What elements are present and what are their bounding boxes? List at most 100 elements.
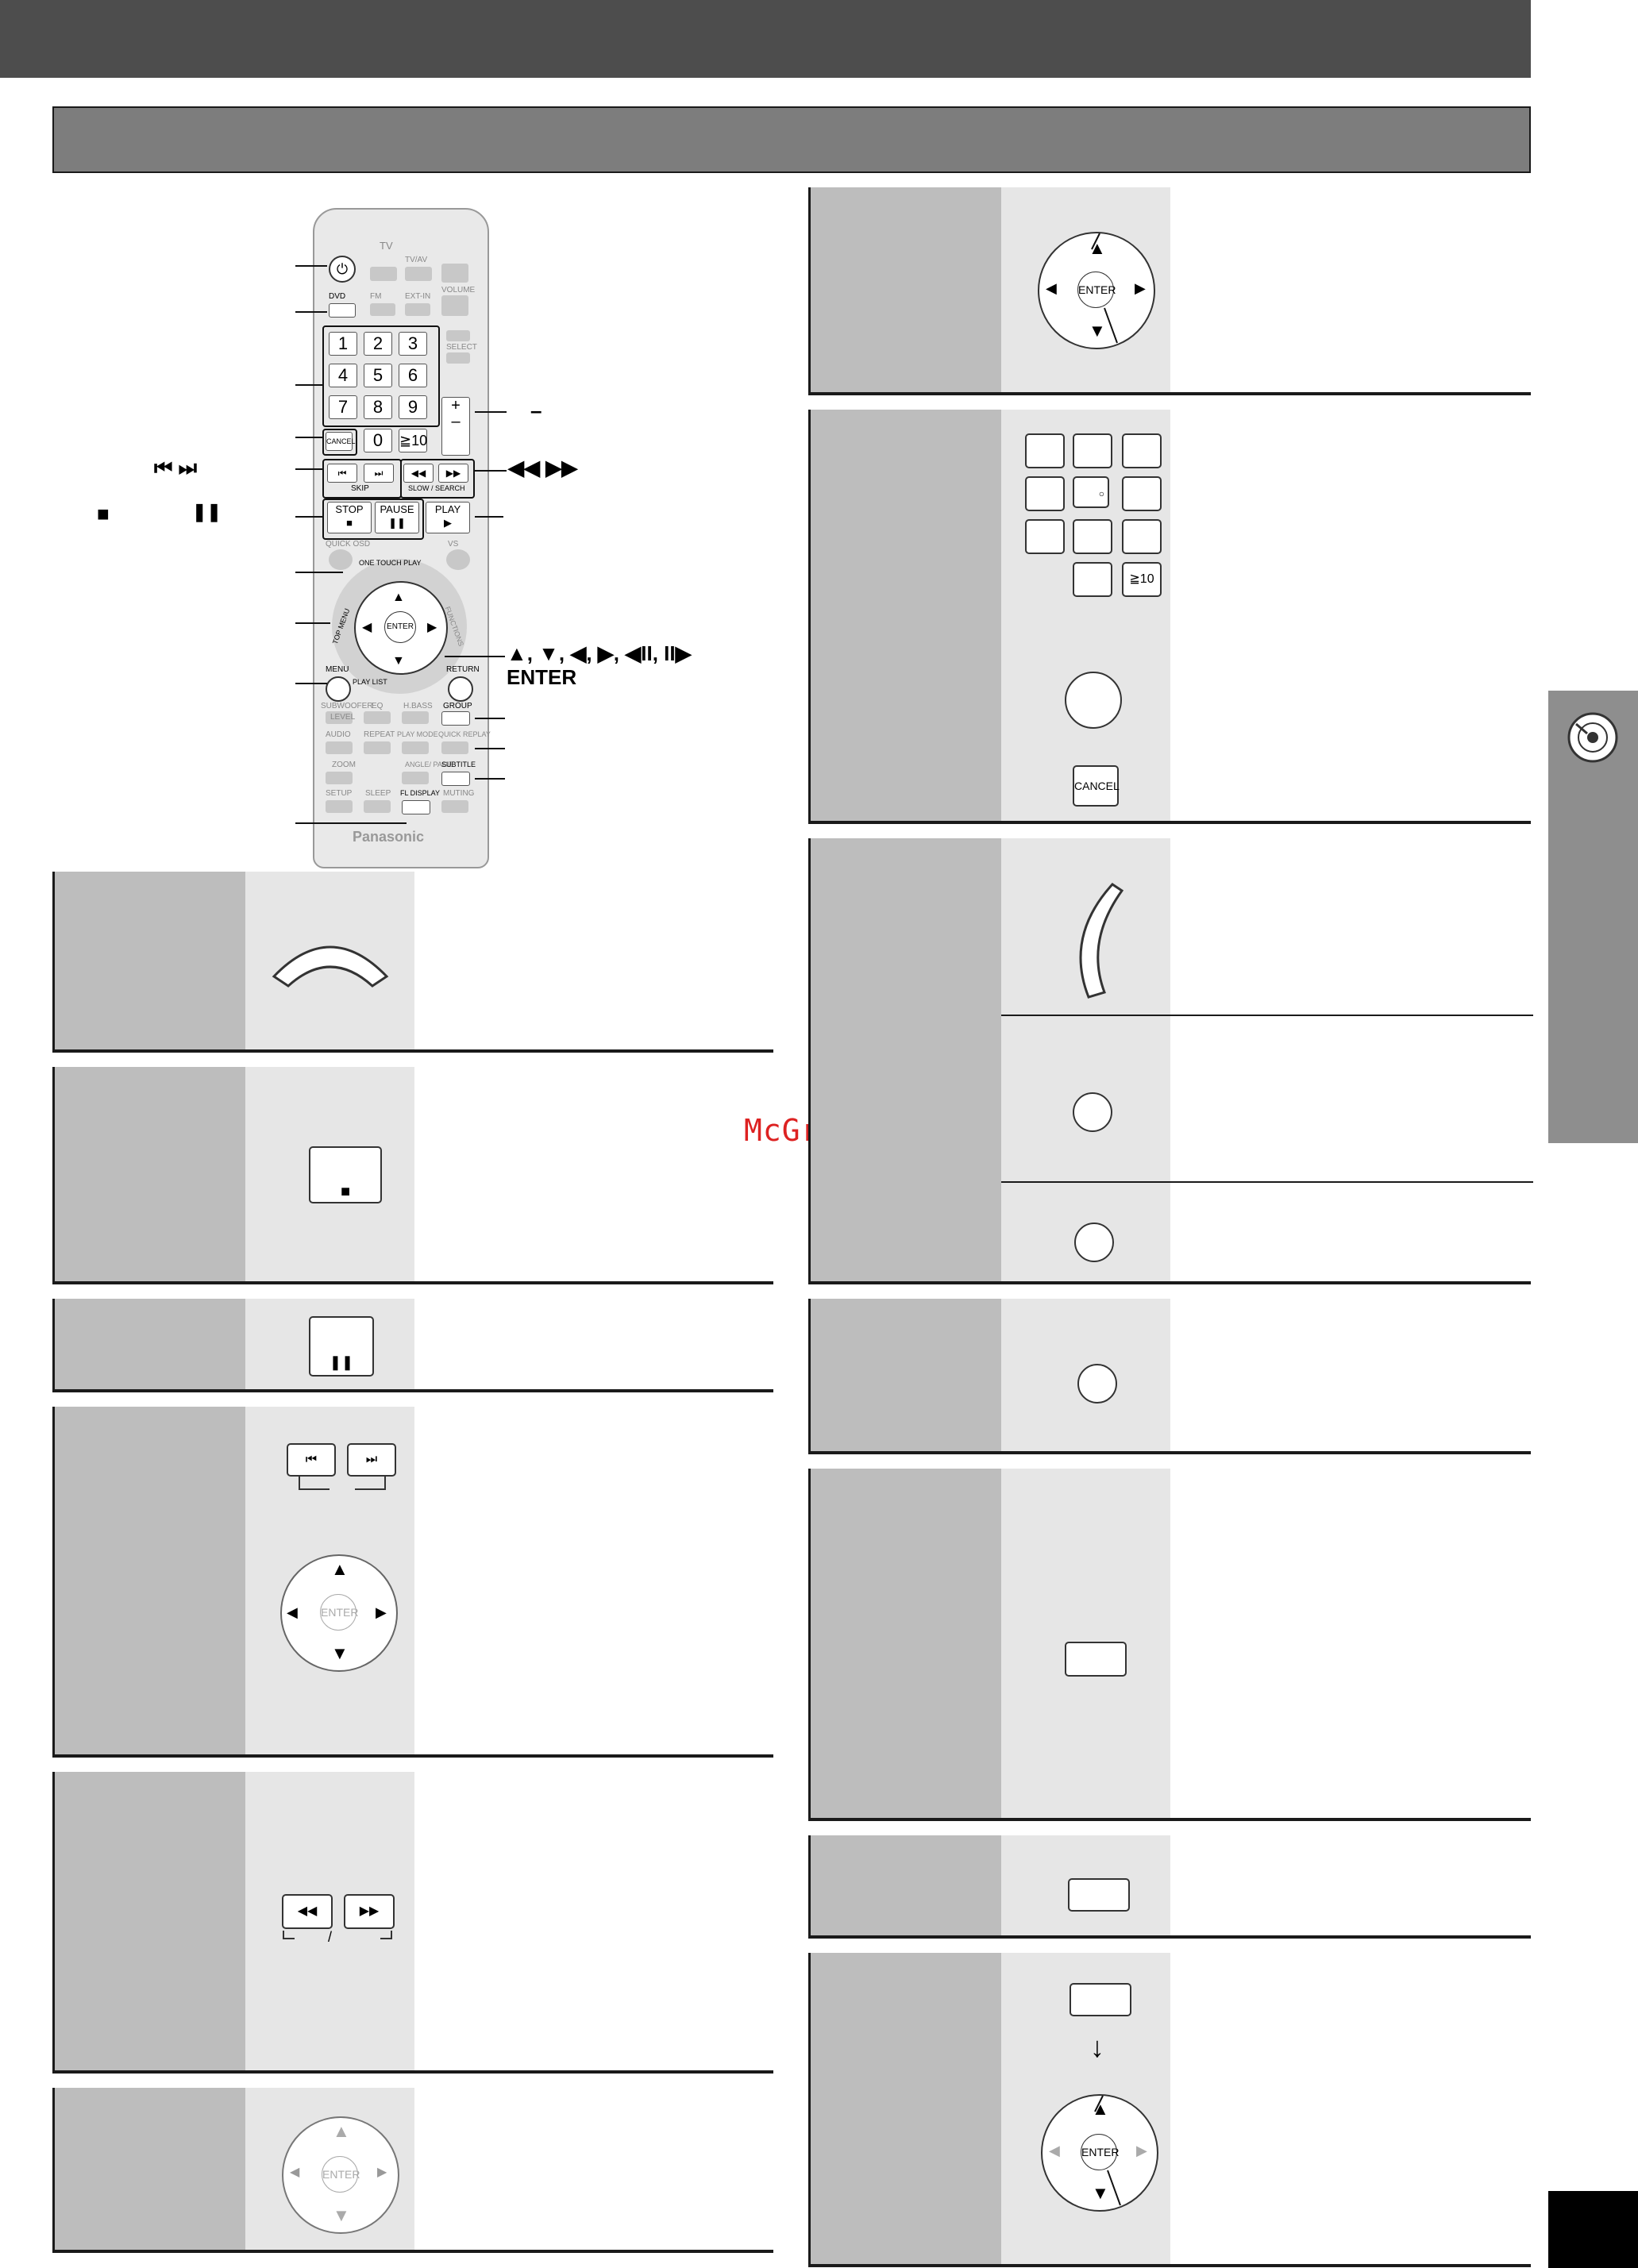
menu-label: MENU <box>326 665 349 674</box>
stop-button[interactable]: STOP■ <box>327 502 372 533</box>
key-2[interactable]: 2 <box>364 332 392 356</box>
top-menu-arc-key-icon <box>1079 883 1123 999</box>
subwoofer-label: SUBWOOFER <box>321 702 373 710</box>
one-touch-play-label: ONE TOUCH PLAY <box>359 559 422 567</box>
select-down[interactable] <box>446 352 470 364</box>
search-rev-button[interactable]: ◀◀ <box>403 464 434 483</box>
up-arrow-icon: ▲ <box>1092 2099 1109 2119</box>
stop-icon: ■ <box>346 517 353 529</box>
right-arrow-icon: ▶ <box>376 1604 387 1620</box>
repeat-button[interactable] <box>364 741 391 754</box>
power-button[interactable]: ⏻ <box>329 256 356 283</box>
return-button[interactable] <box>448 676 473 702</box>
frame-back-icon: ◀ <box>290 2166 300 2179</box>
menu-button[interactable] <box>326 676 351 702</box>
slow-search-label: SLOW / SEARCH <box>408 484 465 492</box>
callout-stop-pause <box>295 516 322 518</box>
quick-replay-label: QUICK REPLAY <box>438 730 491 738</box>
play-mode-button[interactable] <box>402 741 429 754</box>
eq-button[interactable] <box>364 711 391 724</box>
play-button[interactable]: PLAY▶ <box>426 502 470 533</box>
muting-label: MUTING <box>443 789 475 798</box>
fl-display-button[interactable] <box>402 800 430 814</box>
skip-prev-button[interactable]: ⏮ <box>327 464 357 483</box>
left-arrow-icon: ◀ <box>362 621 372 634</box>
level-button[interactable] <box>326 711 353 724</box>
section-return <box>808 1299 1531 1454</box>
key-8[interactable]: 8 <box>364 395 392 419</box>
tvav-button[interactable] <box>405 267 432 281</box>
group-label: GROUP <box>443 702 472 710</box>
key-5[interactable]: 5 <box>364 364 392 387</box>
skip-next-key-icon: ⏭ <box>347 1443 396 1477</box>
num-key-6-icon <box>1122 476 1162 511</box>
left-arrow-icon: ◀ <box>1049 2143 1060 2158</box>
pause-icon: ❚❚ <box>388 517 406 529</box>
key-6[interactable]: 6 <box>399 364 427 387</box>
cancel-key-icon: CANCEL <box>1073 765 1120 807</box>
dvd-button[interactable] <box>329 303 356 318</box>
hbass-button[interactable] <box>402 711 429 724</box>
fm-button[interactable] <box>370 303 395 316</box>
setup-label: SETUP <box>326 789 353 798</box>
vs-button[interactable] <box>446 549 470 570</box>
quick-osd-button[interactable] <box>329 549 353 570</box>
search-rev-key-icon: ◀◀ <box>282 1894 333 1929</box>
zoom-button[interactable] <box>326 772 353 784</box>
skip-next-button[interactable]: ⏭ <box>364 464 394 483</box>
cursor-pad[interactable] <box>354 581 448 675</box>
sleep-button[interactable] <box>364 800 391 813</box>
group-button[interactable] <box>441 711 470 726</box>
tv-volume-down[interactable] <box>441 295 468 316</box>
menu-enter-icon: ENTER <box>1077 271 1116 308</box>
search-group <box>400 459 475 499</box>
dvd-label: DVD <box>329 292 346 301</box>
extin-button[interactable] <box>405 303 430 316</box>
section-frame-by-frame: ENTER ▲ ▼ ◀ ▶ <box>52 2088 773 2253</box>
search-callout-label: ◀◀ ▶▶ <box>508 456 578 479</box>
audio-button[interactable] <box>326 741 353 754</box>
section-group <box>808 1469 1531 1821</box>
key-9[interactable]: 9 <box>399 395 427 419</box>
muting-button[interactable] <box>441 800 468 813</box>
search-bracket-icon <box>283 1931 392 1939</box>
key-1[interactable]: 1 <box>329 332 357 356</box>
search-fwd-button[interactable]: ▶▶ <box>438 464 468 483</box>
pause-button[interactable]: PAUSE❚❚ <box>375 502 419 533</box>
section-subtitle <box>808 1835 1531 1939</box>
fl-select-enter-line <box>1094 2095 1121 2206</box>
enter-callout-label: ENTER <box>507 665 577 689</box>
fl-display-label: FL DISPLAY <box>400 789 441 797</box>
tv-volume-up[interactable] <box>441 264 468 283</box>
search-fwd-key-icon: ▶▶ <box>344 1894 395 1929</box>
cancel-button[interactable]: CANCEL <box>326 432 356 451</box>
left-arrow-icon: ◀ <box>1046 280 1057 296</box>
volume-buttons[interactable]: +– <box>441 397 470 456</box>
quick-replay-button[interactable] <box>441 741 468 754</box>
skip-callout-label: ⏮ ⏭ <box>154 456 198 479</box>
right-arrow-icon: ▶ <box>1135 280 1146 296</box>
angle-page-label: ANGLE/ PAGE <box>405 760 453 768</box>
setup-button[interactable] <box>326 800 353 813</box>
callout-subtitle <box>475 778 505 780</box>
select-up[interactable] <box>446 330 470 341</box>
stop-key-icon: ■ <box>309 1146 382 1203</box>
key-ten-plus[interactable]: ≧10 <box>399 429 427 452</box>
enter-button[interactable]: ENTER <box>384 611 416 643</box>
vs-label: VS <box>448 540 459 549</box>
section-title-bar <box>52 106 1531 173</box>
callout-return <box>475 718 505 719</box>
key-4[interactable]: 4 <box>329 364 357 387</box>
one-touch-play-key-icon <box>272 945 389 988</box>
key-3[interactable]: 3 <box>399 332 427 356</box>
section-number-keys: ○ ≧10 CANCEL <box>808 410 1531 824</box>
subtitle-button[interactable] <box>441 772 470 786</box>
return-label: RETURN <box>446 665 480 674</box>
fl-enter-icon: ENTER <box>1081 2134 1119 2170</box>
key-7[interactable]: 7 <box>329 395 357 419</box>
subtitle-label: SUBTITLE <box>441 760 476 768</box>
tv-power-button[interactable] <box>370 267 397 281</box>
key-0[interactable]: 0 <box>364 429 392 452</box>
menu-key-icon <box>1073 1092 1112 1132</box>
angle-page-button[interactable] <box>402 772 429 784</box>
